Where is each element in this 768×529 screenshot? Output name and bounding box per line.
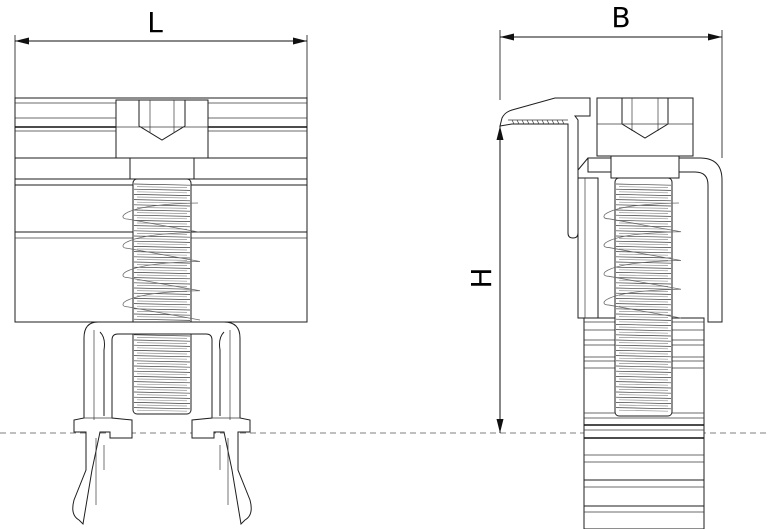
side-clamp-web [577,177,599,319]
dimension-label-l: L [147,6,163,39]
dimension-label-b: B [611,1,630,34]
front-spring [122,202,201,321]
front-view: L [14,6,308,526]
side-bolt-head [596,97,694,157]
side-end-clamp [499,97,591,239]
side-washer [610,155,680,179]
side-view: B H [465,1,723,529]
side-spring [603,202,682,319]
front-washer [129,157,195,180]
front-plastic-clip [72,321,252,526]
front-bolt-head [115,99,209,159]
dimension-label-h: H [465,267,498,288]
